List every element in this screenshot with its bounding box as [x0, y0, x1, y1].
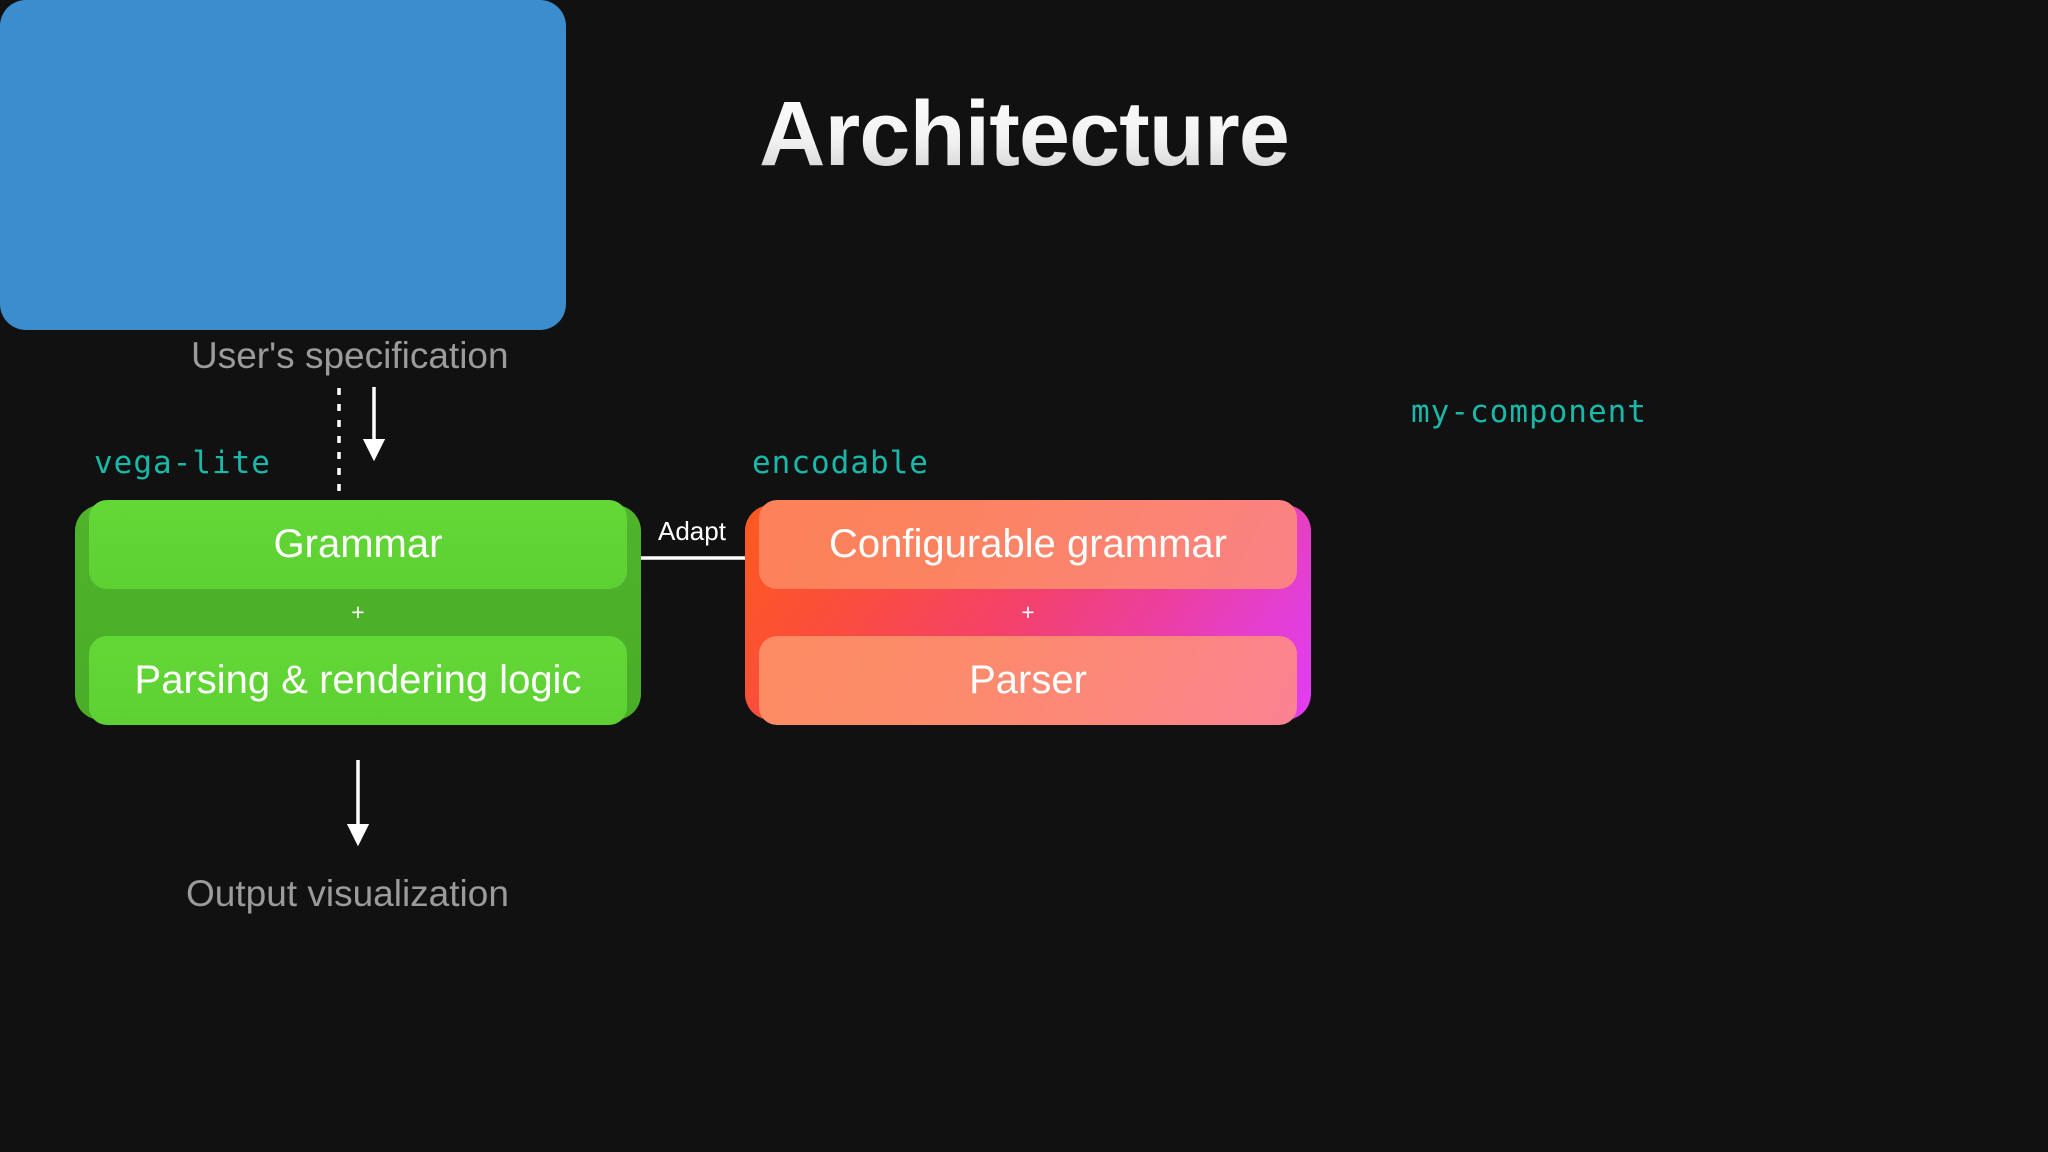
- block-my-component[interactable]: [0, 0, 566, 330]
- code-label-vega-lite: vega-lite: [94, 445, 271, 481]
- input-note-label: User's specification: [191, 335, 509, 376]
- block-encodable[interactable]: Configurable grammar + Parser: [745, 500, 1311, 725]
- block-separator-plus: +: [1021, 599, 1035, 625]
- page-title: Architecture: [0, 82, 2048, 187]
- block-row-grammar[interactable]: Grammar: [89, 500, 627, 589]
- code-label-encodable: encodable: [752, 445, 929, 481]
- block-vega-lite[interactable]: Grammar + Parsing & rendering logic: [75, 500, 641, 725]
- block-separator-plus: +: [351, 599, 365, 625]
- block-row-parsing-rendering-logic[interactable]: Parsing & rendering logic: [89, 636, 627, 725]
- code-label-my-component: my-component: [1411, 394, 1647, 430]
- output-note-label: Output visualization: [186, 873, 509, 914]
- block-row-parser[interactable]: Parser: [759, 636, 1297, 725]
- block-row-configurable-grammar[interactable]: Configurable grammar: [759, 500, 1297, 589]
- adapt-connector-label: Adapt: [658, 516, 726, 546]
